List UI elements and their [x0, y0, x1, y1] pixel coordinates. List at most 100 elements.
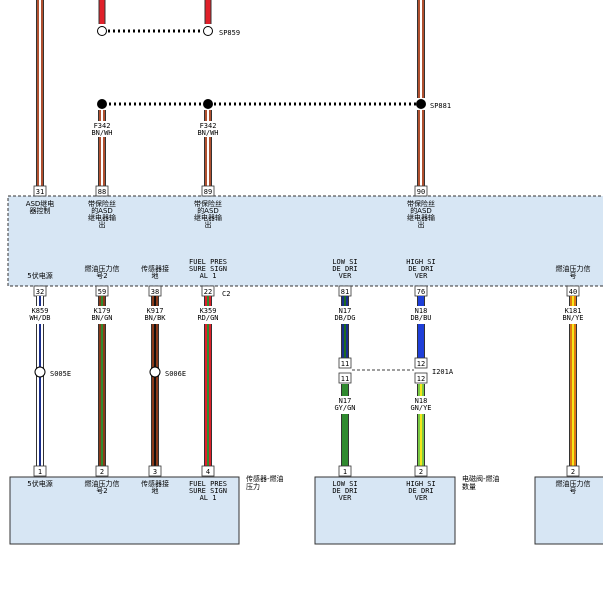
splice-point — [203, 99, 213, 109]
sensor-pin-number: 2 — [100, 468, 104, 476]
splice-label-sp881: SP881 — [430, 102, 451, 110]
module-bottom-pin-number: 81 — [341, 288, 349, 296]
wire-code-label: K181 — [565, 307, 582, 315]
inline-pin-box — [414, 372, 428, 384]
solenoid-pin-number: 2 — [419, 468, 423, 476]
wire-stripe — [101, 110, 103, 186]
wire-f342-1 — [98, 110, 106, 186]
module-bottom-pin-number: 76 — [417, 288, 425, 296]
wire-color-label: GN/YE — [410, 404, 431, 412]
wire-label-bg — [557, 306, 589, 324]
module-top-pin-number: 31 — [36, 188, 44, 196]
sensor-pin-box — [33, 465, 47, 477]
wire-code-label: N17 — [339, 307, 352, 315]
sensor-pin-box — [148, 465, 162, 477]
splice-point-open — [97, 26, 107, 36]
wire-k181 — [569, 296, 577, 466]
wire-k179 — [98, 296, 106, 466]
fuse-color-label: BN/WH — [197, 129, 218, 137]
splice-label-s005e: S005E — [50, 370, 71, 378]
wire-code-label: N18 — [415, 307, 428, 315]
inline-pin-box — [338, 372, 352, 384]
wire-code-label: N18 — [415, 397, 428, 405]
module-bottom-pin-number: 38 — [151, 288, 159, 296]
wire-n18-lower — [417, 384, 425, 466]
wire-n17-upper — [341, 296, 349, 358]
sensor-pin-box — [95, 465, 109, 477]
wire-body — [99, 0, 105, 24]
splice-s006e — [149, 366, 161, 378]
fuse-code-label: F342 — [200, 122, 217, 130]
wire-color-label: RD/GN — [197, 314, 218, 322]
wire-stripe — [39, 0, 41, 186]
wire-stripe — [344, 384, 346, 466]
module-top-pin-box — [95, 185, 109, 197]
wire-label-bg — [139, 306, 171, 324]
wire-k359 — [204, 296, 212, 466]
module-top-pin-number: 90 — [417, 188, 425, 196]
sensor-pin-box — [201, 465, 215, 477]
wire-stripe — [420, 110, 422, 186]
solenoid-pin-number: 1 — [343, 468, 347, 476]
wire-code-label: K917 — [147, 307, 164, 315]
wire-code-label: N17 — [339, 397, 352, 405]
module-top-pin-number: 88 — [98, 188, 106, 196]
fuse-label-bg — [88, 121, 116, 137]
module-top-pin-desc: ASD继电器控制 — [26, 199, 55, 215]
right-component-box — [534, 476, 603, 545]
wire-top-red-2 — [204, 0, 212, 24]
solenoid-pin-box — [338, 465, 352, 477]
wire-label-bg — [192, 306, 224, 324]
sensor-title: 传感器-燃油压力 — [246, 474, 284, 491]
sensor-pin-number: 1 — [38, 468, 42, 476]
wire-sp881-upper — [417, 0, 425, 98]
splice-point — [416, 99, 426, 109]
module-bottom-pin-number: 59 — [98, 288, 106, 296]
inline-pin-box — [414, 357, 428, 369]
module-bottom-pin-number: 32 — [36, 288, 44, 296]
wire-n18-upper — [417, 296, 425, 358]
inline-pin-number: 11 — [341, 360, 349, 368]
fuse-color-label: BN/WH — [91, 129, 112, 137]
module-top-pin-number: 89 — [204, 188, 212, 196]
module-bottom-pin-number: 40 — [569, 288, 577, 296]
wire-label-bg — [329, 396, 361, 414]
module-bottom-pin-desc: 燃油压力信号 — [556, 264, 591, 280]
splice-s005e — [34, 366, 46, 378]
module-top-pin-box — [33, 185, 47, 197]
sensor-pin-desc: 传感器接地 — [141, 479, 169, 495]
wire-label-bg — [405, 396, 437, 414]
wire-label-bg — [86, 306, 118, 324]
wire-label-bg — [24, 306, 56, 324]
right-component-pin-desc: 燃油压力信号 — [556, 479, 591, 495]
sensor-pin-desc: 燃油压力信号2 — [85, 479, 120, 495]
wire-stripe — [39, 296, 41, 466]
right-component-pin-box — [566, 465, 580, 477]
module-box — [7, 195, 603, 287]
fuse-code-label: F342 — [94, 122, 111, 130]
solenoid-pin-box — [414, 465, 428, 477]
wire-code-label: K359 — [200, 307, 217, 315]
wire-label-bg — [329, 306, 361, 324]
wire-stripe — [420, 296, 422, 358]
wire-color-label: BN/YE — [562, 314, 583, 322]
inline-pin-number: 12 — [417, 375, 425, 383]
wire-stripe — [207, 110, 209, 186]
wire-f342-2 — [204, 110, 212, 186]
wire-color-label: DB/DG — [334, 314, 355, 322]
wire-stripe — [154, 296, 156, 466]
splice-point-open — [203, 26, 213, 36]
wire-color-label: DB/BU — [410, 314, 431, 322]
wire-body — [205, 0, 211, 24]
splice-point — [97, 99, 107, 109]
wire-code-label: K859 — [32, 307, 49, 315]
module-top-pin-box — [201, 185, 215, 197]
fuse-label-bg — [194, 121, 222, 137]
solenoid-box — [314, 476, 456, 545]
